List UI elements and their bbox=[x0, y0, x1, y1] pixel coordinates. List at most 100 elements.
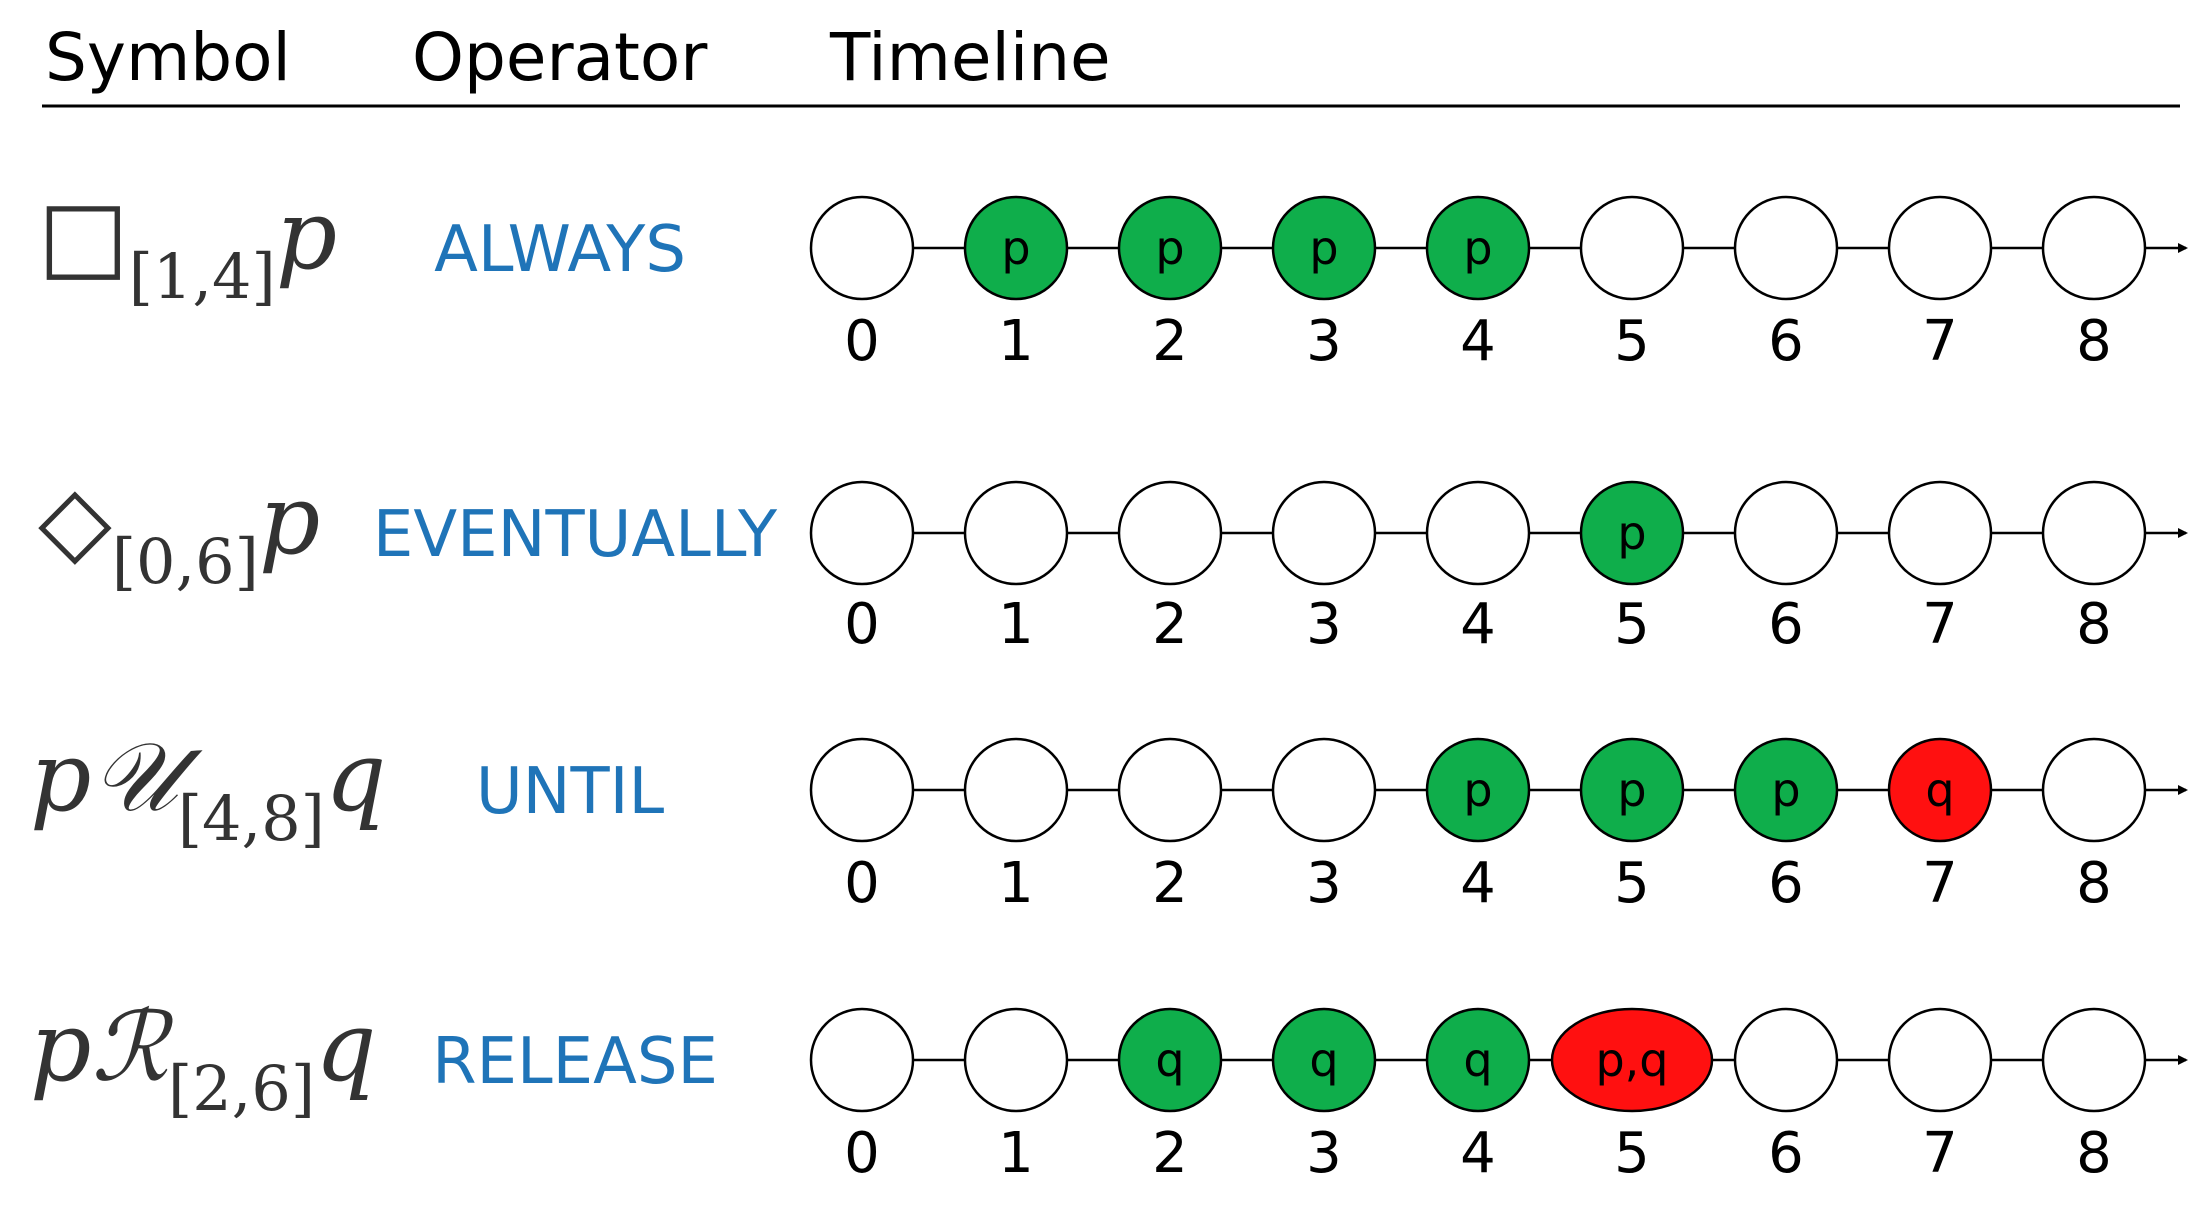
timeline-node bbox=[1579, 195, 1685, 301]
state-label: p bbox=[1001, 221, 1030, 275]
state-circle bbox=[963, 195, 1069, 301]
symbol-operator: □ bbox=[38, 179, 129, 291]
tick-label: 7 bbox=[1922, 309, 1958, 374]
operator-until: UNTIL bbox=[476, 755, 665, 829]
state-label: q bbox=[1309, 1033, 1338, 1087]
tick-label: 6 bbox=[1768, 851, 1804, 916]
timeline-node bbox=[963, 737, 1069, 843]
state-label: p bbox=[1771, 763, 1800, 817]
symbol-post: q bbox=[315, 991, 376, 1103]
timeline-node bbox=[1887, 480, 1993, 586]
tick-label: 0 bbox=[844, 592, 880, 657]
tick-label: 6 bbox=[1768, 1121, 1804, 1186]
header-timeline: Timeline bbox=[829, 19, 1111, 96]
tick-label: 5 bbox=[1614, 851, 1650, 916]
state-circle bbox=[2041, 480, 2147, 586]
symbol-post: q bbox=[325, 721, 386, 833]
state-label: q bbox=[1925, 763, 1954, 817]
symbol-interval: [1,4] bbox=[129, 240, 276, 313]
timeline-node bbox=[2041, 480, 2147, 586]
state-circle bbox=[1271, 1007, 1377, 1113]
state-circle bbox=[1271, 737, 1377, 843]
symbol-interval: [4,8] bbox=[178, 782, 325, 855]
timeline-node bbox=[2041, 737, 2147, 843]
tick-label: 7 bbox=[1922, 851, 1958, 916]
state-circle bbox=[963, 480, 1069, 586]
tick-label: 8 bbox=[2076, 309, 2112, 374]
state-label: p bbox=[1617, 506, 1646, 560]
tick-label: 2 bbox=[1152, 1121, 1188, 1186]
state-circle bbox=[1733, 1007, 1839, 1113]
state-circle bbox=[963, 737, 1069, 843]
tick-label: 4 bbox=[1460, 592, 1496, 657]
state-circle bbox=[1271, 195, 1377, 301]
state-circle bbox=[1425, 1007, 1531, 1113]
tick-label: 3 bbox=[1306, 309, 1342, 374]
timeline-node bbox=[809, 737, 915, 843]
state-circle bbox=[1425, 737, 1531, 843]
state-circle bbox=[2041, 737, 2147, 843]
tick-label: 5 bbox=[1614, 1121, 1650, 1186]
symbol-interval: [2,6] bbox=[168, 1052, 315, 1125]
state-circle bbox=[963, 1007, 1069, 1113]
header-operator: Operator bbox=[412, 19, 708, 96]
state-circle bbox=[1425, 480, 1531, 586]
timeline-node: p,q bbox=[1550, 1007, 1714, 1113]
state-circle bbox=[1117, 1007, 1223, 1113]
timeline-node bbox=[1271, 737, 1377, 843]
state-label: p bbox=[1155, 221, 1184, 275]
tick-label: 2 bbox=[1152, 592, 1188, 657]
timeline-node: p bbox=[963, 195, 1069, 301]
timeline-node bbox=[1425, 480, 1531, 586]
timeline-node bbox=[1117, 737, 1223, 843]
state-ellipse bbox=[1550, 1007, 1714, 1113]
operator-eventually: EVENTUALLY bbox=[373, 498, 778, 572]
state-circle bbox=[1887, 480, 1993, 586]
state-circle bbox=[1733, 737, 1839, 843]
timeline-node bbox=[809, 1007, 915, 1113]
timeline-node bbox=[1733, 1007, 1839, 1113]
state-label: p,q bbox=[1595, 1033, 1668, 1087]
timeline-node bbox=[809, 480, 915, 586]
timeline-node bbox=[1733, 480, 1839, 586]
state-label: p bbox=[1463, 221, 1492, 275]
operator-always: ALWAYS bbox=[434, 213, 686, 287]
timeline-node bbox=[2041, 1007, 2147, 1113]
tick-label: 7 bbox=[1922, 1121, 1958, 1186]
tick-label: 1 bbox=[998, 851, 1034, 916]
state-circle bbox=[809, 1007, 915, 1113]
symbol-post: p bbox=[276, 179, 337, 291]
state-circle bbox=[1579, 195, 1685, 301]
tick-label: 4 bbox=[1460, 851, 1496, 916]
timeline-node: p bbox=[1271, 195, 1377, 301]
tick-label: 3 bbox=[1306, 851, 1342, 916]
symbol-post: p bbox=[259, 464, 320, 576]
symbol-pre: p bbox=[30, 721, 91, 833]
timeline-node bbox=[2041, 195, 2147, 301]
symbol-interval: [0,6] bbox=[112, 525, 259, 598]
state-circle bbox=[809, 195, 915, 301]
timeline-node: p bbox=[1733, 737, 1839, 843]
timeline-node bbox=[1117, 480, 1223, 586]
state-label: p bbox=[1617, 763, 1646, 817]
timeline-node: q bbox=[1425, 1007, 1531, 1113]
symbol-operator: ◇ bbox=[38, 464, 112, 576]
operator-release: RELEASE bbox=[432, 1025, 718, 1099]
tick-label: 6 bbox=[1768, 592, 1804, 657]
timeline-node: p bbox=[1579, 480, 1685, 586]
header-symbol: Symbol bbox=[45, 19, 291, 96]
tick-label: 1 bbox=[998, 309, 1034, 374]
tick-label: 7 bbox=[1922, 592, 1958, 657]
tick-label: 4 bbox=[1460, 309, 1496, 374]
timeline-node: q bbox=[1887, 737, 1993, 843]
state-circle bbox=[1117, 480, 1223, 586]
state-label: p bbox=[1309, 221, 1338, 275]
timeline-node: p bbox=[1425, 195, 1531, 301]
tick-label: 2 bbox=[1152, 309, 1188, 374]
timeline-node: q bbox=[1271, 1007, 1377, 1113]
symbol-pre: p bbox=[30, 991, 91, 1103]
state-circle bbox=[1579, 480, 1685, 586]
